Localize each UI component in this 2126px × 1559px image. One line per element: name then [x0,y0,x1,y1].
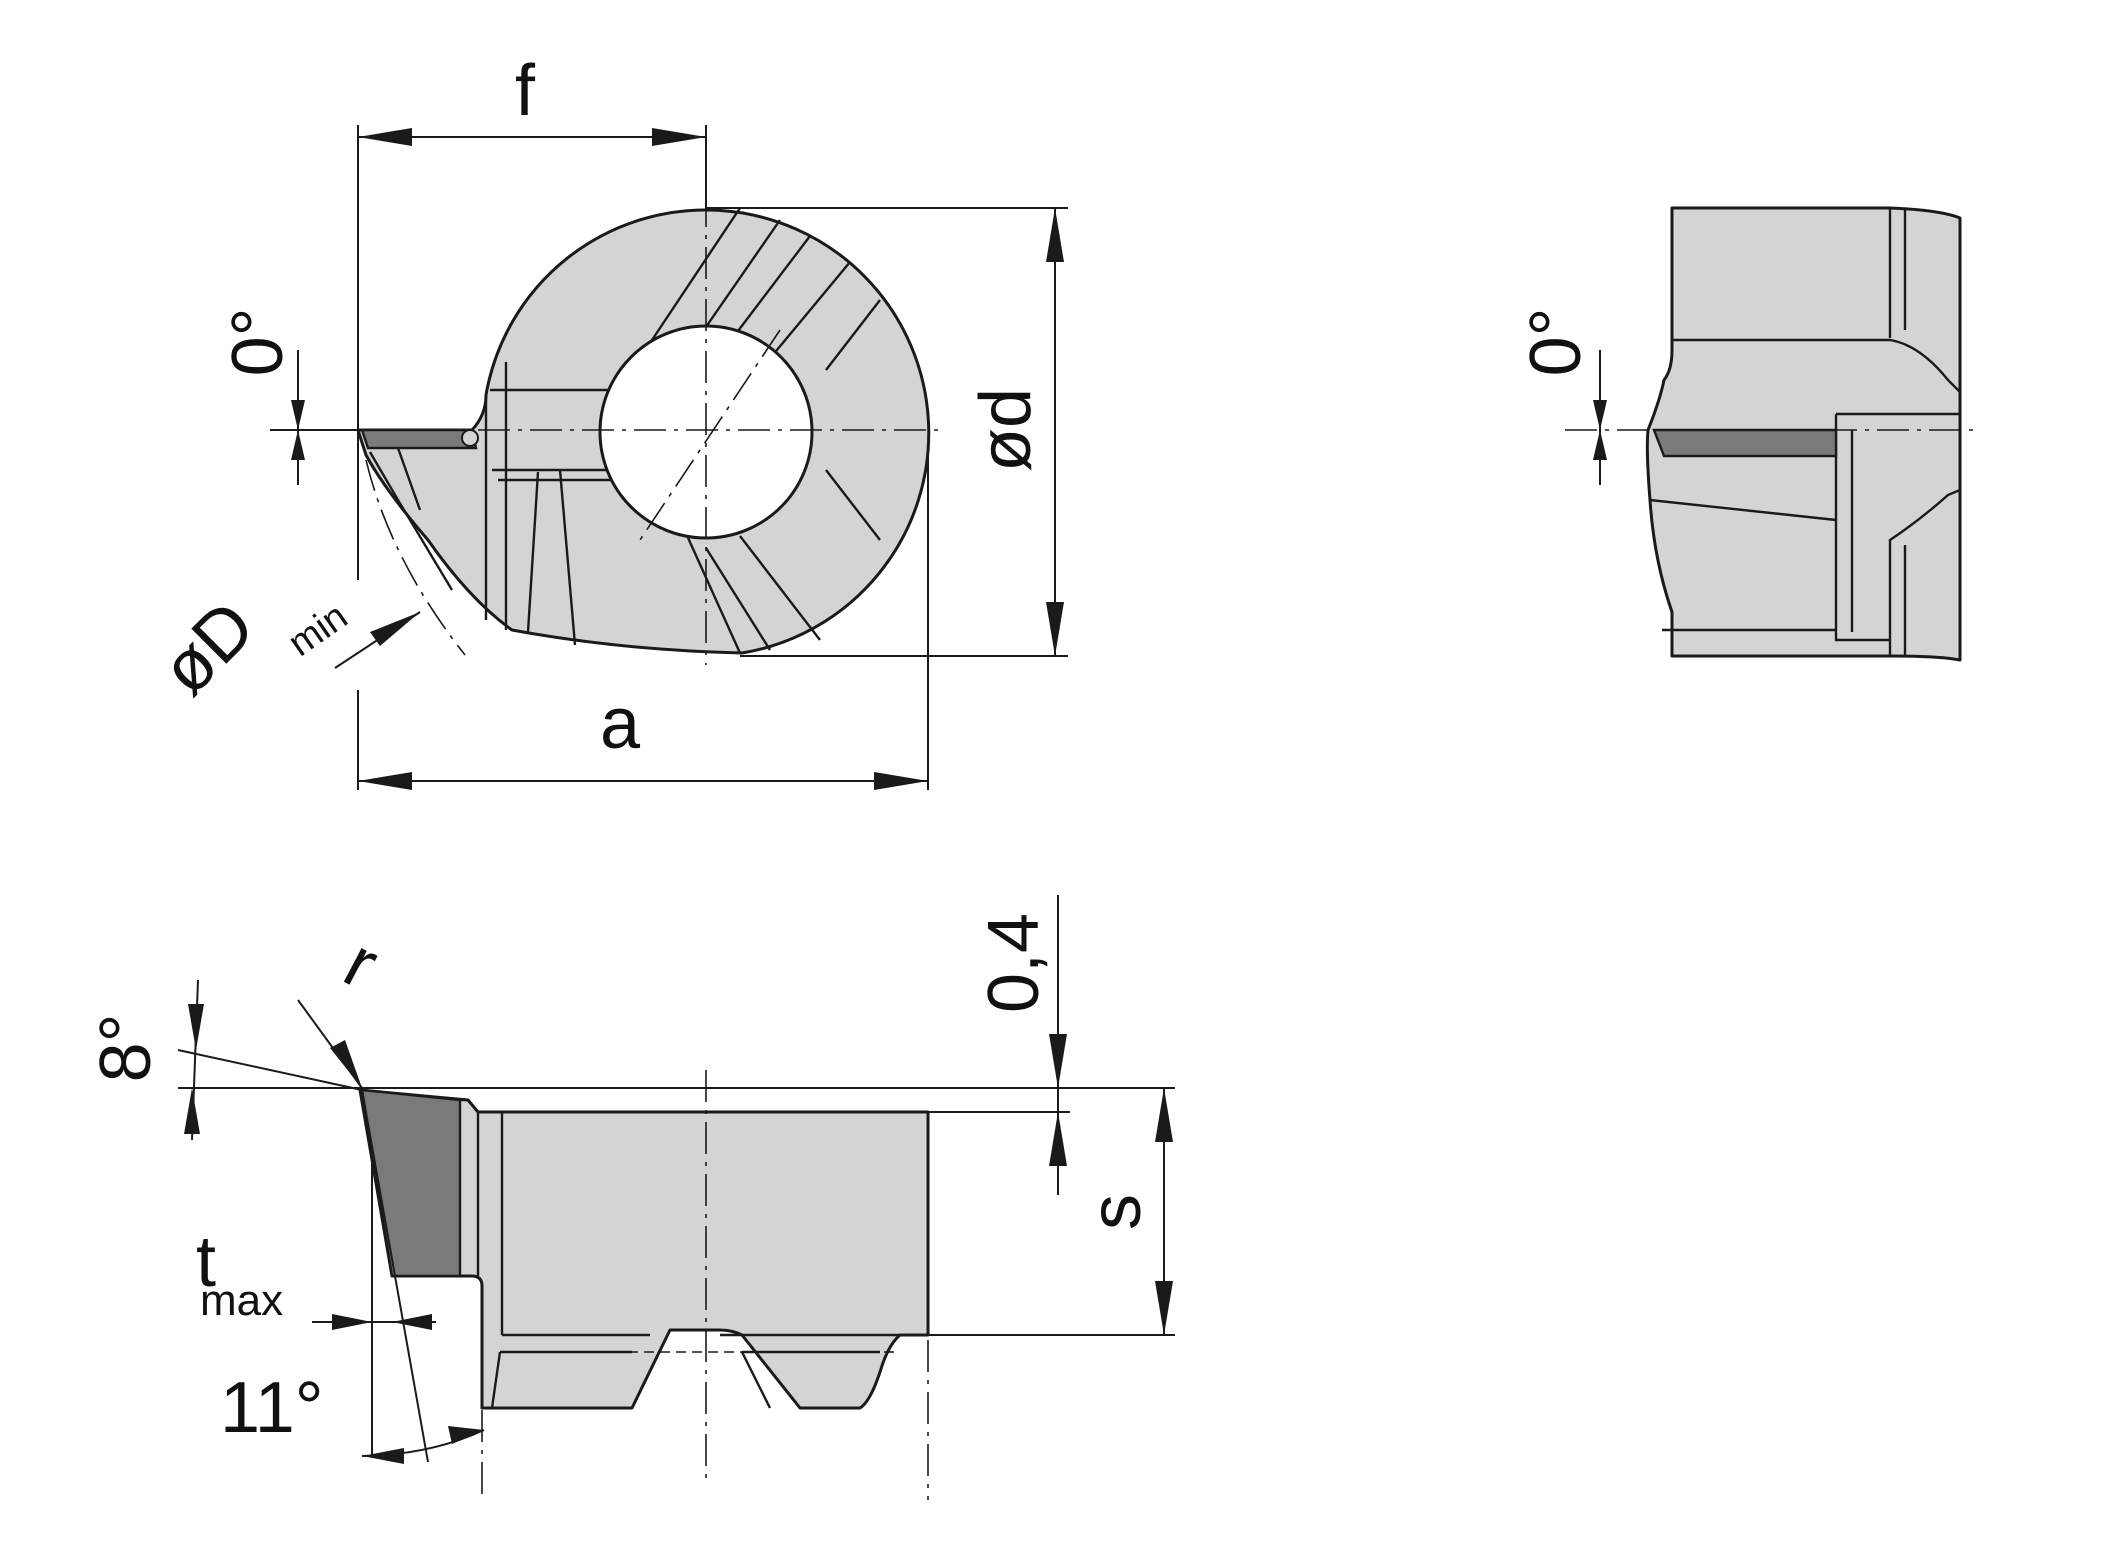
cutting-tip [360,428,478,450]
zero-arrow-bottom-left [291,430,305,460]
groove-upper-diagonals [651,207,881,381]
arrow-a-right [874,772,928,790]
side-lower-lines [1649,498,1837,632]
front-view: 8° r t max 11° 0,4 s [86,895,1175,1500]
arrow-s-top [1155,1088,1173,1142]
label-r: r [332,923,391,1005]
label-oD: øD [146,586,270,710]
arrow-f-right [652,128,706,146]
side-lower-notch [1888,488,1961,656]
label-od: ød [966,388,1046,472]
arrow-d-min [370,612,420,646]
label-s: s [1076,1194,1156,1230]
label-zero-four: 0,4 [974,913,1054,1013]
label-eight: 8° [86,1014,166,1083]
arrow-8-top [188,1004,204,1050]
label-eleven: 11° [220,1368,324,1448]
arrow-tmax-right [392,1314,432,1330]
label-f: f [515,51,536,131]
front-notch-edges [490,1351,772,1409]
label-t: t [196,1222,216,1302]
arrow-r [330,1040,362,1088]
label-zero-left: 0° [218,308,298,377]
label-max: max [200,1276,283,1325]
chip-radius [461,429,479,447]
front-step [460,1098,480,1276]
label-a: a [600,684,641,764]
arrow-f-left [358,128,412,146]
front-cutting-face [360,1088,462,1278]
zero-arrow-top-left [291,400,305,430]
side-upper-edge [1672,338,1961,393]
arrow-0-4-top [1049,1034,1067,1088]
arrow-s-bottom [1155,1281,1173,1335]
label-zero-right: 0° [1516,308,1596,377]
clearance-edge-2 [396,447,422,511]
zero-arrow-top-right [1593,400,1607,430]
arrow-d-bottom [1046,602,1064,656]
arrow-tmax-left [332,1314,372,1330]
centerline-diagonal [639,329,781,541]
arrow-0-4-bottom [1049,1112,1067,1166]
arrow-d-top [1046,208,1064,262]
groove-left-curves [526,469,577,646]
clearance-line [361,1089,429,1463]
clearance-edge [368,451,454,591]
side-cutting-tip [1652,428,1838,458]
side-inner-step [1834,412,1960,642]
arrow-11-left [362,1448,404,1464]
min-diameter-arc [365,459,466,656]
angle-8-line [177,1049,363,1091]
label-min: min [281,595,355,665]
groove-horizontal [490,388,614,482]
groove-lower-diagonals [678,469,881,654]
zero-arrow-bottom-right [1593,430,1607,460]
arrow-11-right [448,1426,484,1444]
arrow-8-bottom [184,1088,200,1134]
side-view: 0° [1516,206,1975,662]
top-view: f a ød 0° øD min [146,51,1068,790]
arrow-a-left [358,772,412,790]
